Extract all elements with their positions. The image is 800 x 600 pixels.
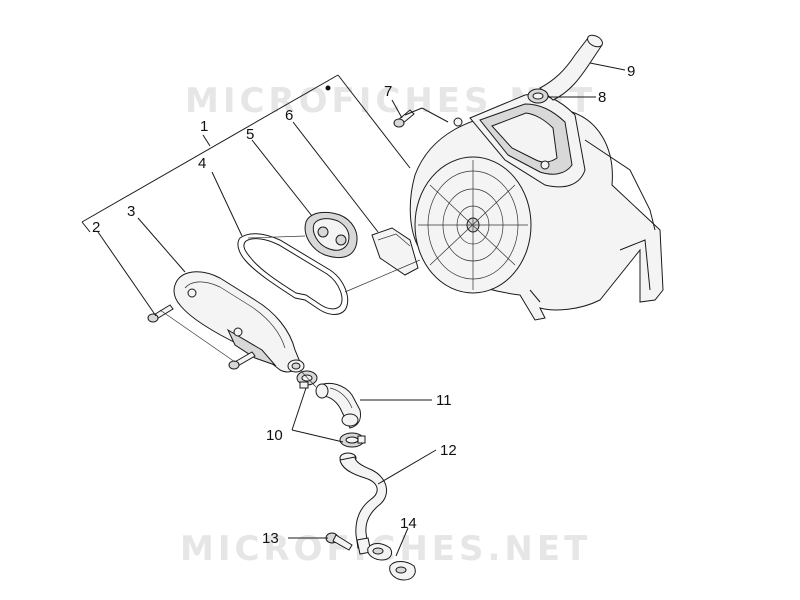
hose-clamp-top (527, 88, 549, 104)
screw-7 (393, 109, 415, 128)
screw-2a (147, 304, 174, 323)
elbow-pipe (315, 382, 361, 429)
callout-3: 3 (127, 203, 135, 220)
breather-cover (173, 271, 305, 373)
callout-11: 11 (436, 392, 452, 409)
filter-element (371, 227, 419, 276)
breather-gasket (304, 211, 358, 259)
leader-lines (81, 62, 626, 557)
callout-9: 9 (627, 63, 635, 80)
callout-14: 14 (400, 515, 417, 532)
cover-seal (237, 233, 349, 315)
screw-13 (325, 532, 353, 551)
callout-4: 4 (198, 155, 206, 172)
callout-10: 10 (266, 427, 283, 444)
callout-13: 13 (262, 530, 279, 547)
breather-hose (539, 34, 603, 101)
fan-cover (409, 93, 664, 321)
callout-5: 5 (246, 126, 254, 143)
hose-clamp-lower (339, 432, 366, 448)
callout-6: 6 (285, 107, 293, 124)
screw-2b (228, 351, 256, 370)
callout-8: 8 (598, 89, 606, 106)
hose-clamp-upper (296, 370, 318, 389)
callout-7: 7 (384, 83, 392, 100)
callout-2: 2 (92, 219, 100, 236)
callout-1: 1 (200, 118, 208, 135)
flange-gasket (367, 543, 416, 581)
callout-12: 12 (440, 442, 457, 459)
